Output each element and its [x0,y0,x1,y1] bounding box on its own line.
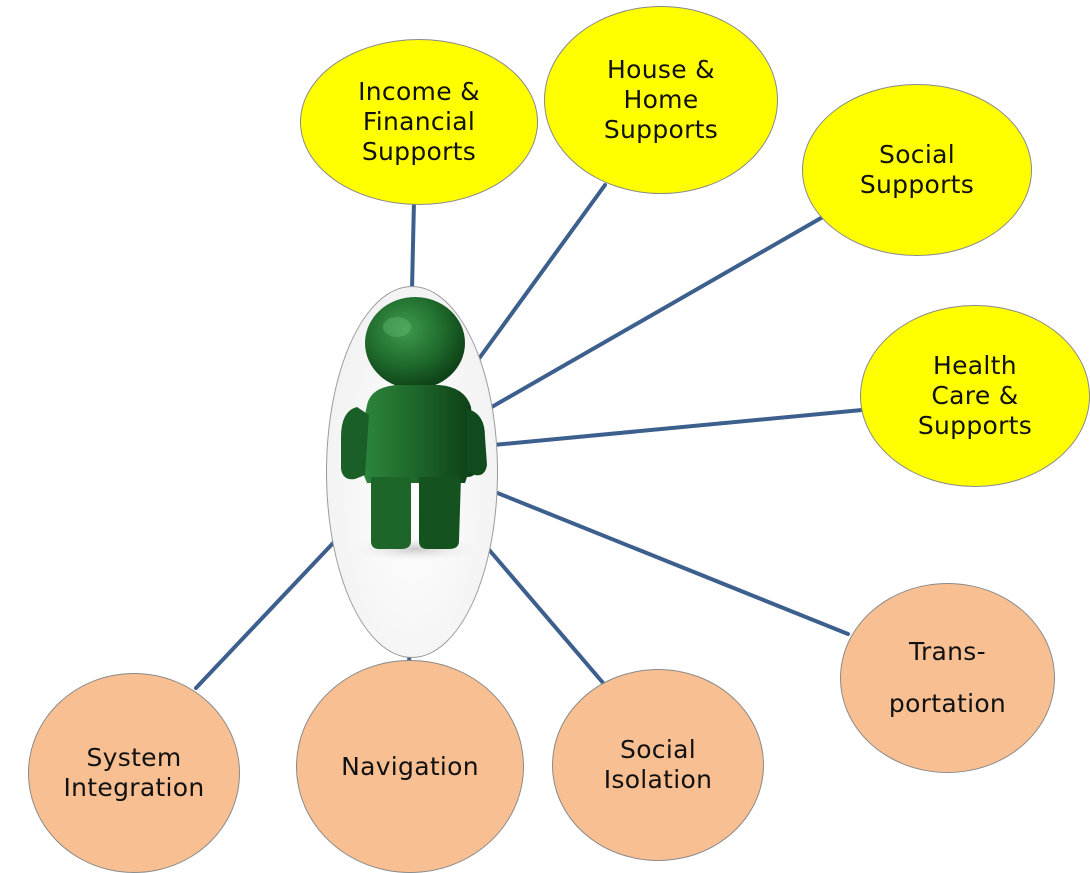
node-navigation: Navigation [296,660,524,873]
connector-house [476,183,607,362]
node-social-isolation: Social Isolation [552,669,764,861]
connector-social-supports [488,212,830,410]
node-label: Trans- portation [888,636,1007,719]
node-label: Navigation [341,751,479,781]
person-ellipse [326,286,498,658]
node-label: Health Care & Supports [917,351,1033,440]
node-income-financial-supports: Income & Financial Supports [300,39,538,205]
connector-transportation [488,488,850,636]
connector-health [491,408,864,447]
connector-social-isolation [483,543,606,686]
node-house-home-supports: House & Home Supports [544,6,778,194]
person-icon [341,297,487,561]
node-transportation: Trans- portation [840,583,1055,773]
node-social-supports: Social Supports [802,84,1032,256]
node-label: Social Isolation [603,735,713,794]
node-system-integration: System Integration [28,673,240,873]
node-label: Social Supports [859,140,975,199]
node-label: Income & Financial Supports [358,77,480,166]
node-label: System Integration [63,743,205,802]
node-health-care-supports: Health Care & Supports [860,305,1090,487]
connector-system-integration [194,538,338,690]
connector-income [410,198,416,292]
node-label: House & Home Supports [603,55,719,144]
